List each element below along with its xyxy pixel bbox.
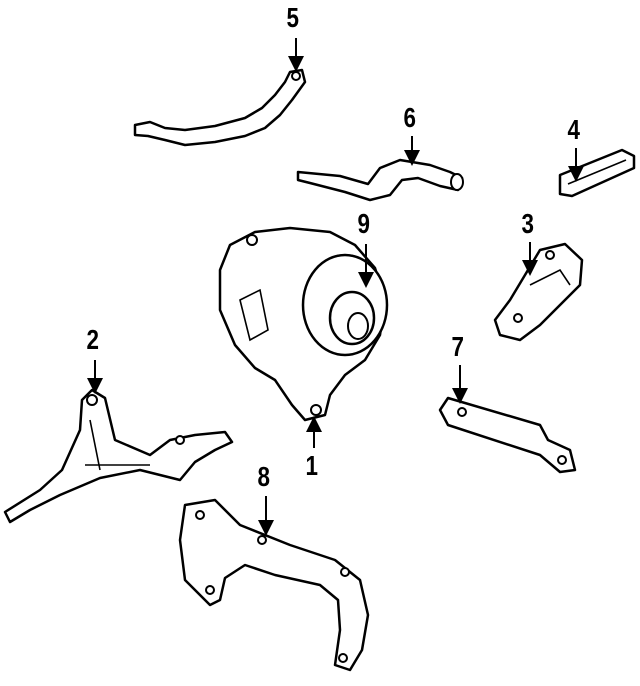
callout-4: 4 [567, 114, 581, 145]
callout-5: 5 [286, 2, 300, 33]
part-8-bracket[interactable] [178, 498, 370, 672]
callout-6: 6 [403, 102, 417, 133]
callout-9: 9 [357, 208, 371, 239]
part-2-bracket[interactable] [3, 388, 234, 524]
callout-3: 3 [521, 208, 535, 239]
part-3-bracket[interactable] [493, 242, 584, 342]
part-6-hose[interactable] [296, 158, 464, 202]
part-4-strip[interactable] [558, 148, 636, 198]
part-9-pulley[interactable] [301, 253, 389, 357]
callout-1: 1 [305, 450, 319, 481]
callout-2: 2 [86, 324, 100, 355]
callout-7: 7 [451, 331, 465, 362]
callout-8: 8 [257, 461, 271, 492]
part-5-cable[interactable] [133, 68, 307, 147]
part-7-plate[interactable] [438, 396, 577, 474]
